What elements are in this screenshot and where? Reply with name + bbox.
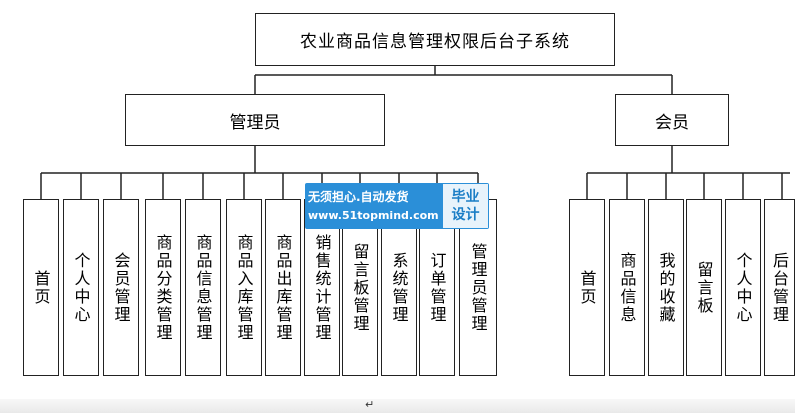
- member-leaf-backend-mgmt: 后台管理: [764, 199, 795, 376]
- admin-leaf-home: 首页: [23, 199, 59, 376]
- watermark-text-panel: 无须担心.自动发货 www.51topmind.com: [305, 183, 442, 229]
- page-bottom-edge: [0, 399, 795, 413]
- watermark-slogan: 无须担心.自动发货: [308, 190, 409, 204]
- member-leaf-favorites: 我的收藏: [648, 199, 684, 376]
- member-leaf-product-info: 商品信息: [609, 199, 645, 376]
- admin-leaf-profile: 个人中心: [63, 199, 99, 376]
- member-node: 会员: [615, 94, 729, 146]
- admin-leaf-category-mgmt: 商品分类管理: [145, 199, 181, 376]
- member-leaf-message-board: 留言板: [686, 199, 722, 376]
- watermark-badge-line1: 毕业: [451, 189, 480, 205]
- watermark-badge: 无须担心.自动发货 www.51topmind.com 毕业 设计: [305, 183, 489, 229]
- paragraph-return-mark: ↵: [365, 398, 375, 411]
- watermark-url: www.51topmind.com: [308, 209, 439, 222]
- admin-leaf-product-info-mgmt: 商品信息管理: [185, 199, 221, 376]
- watermark-logo: 毕业 设计: [442, 183, 489, 229]
- root-node: 农业商品信息管理权限后台子系统: [255, 13, 615, 66]
- admin-node: 管理员: [125, 94, 385, 146]
- admin-leaf-member-mgmt: 会员管理: [103, 199, 139, 376]
- admin-leaf-stock-out-mgmt: 商品出库管理: [265, 199, 301, 376]
- member-leaf-home: 首页: [569, 199, 605, 376]
- watermark-badge-line2: 设计: [451, 207, 480, 223]
- member-leaf-profile: 个人中心: [725, 199, 761, 376]
- admin-leaf-stock-in-mgmt: 商品入库管理: [226, 199, 262, 376]
